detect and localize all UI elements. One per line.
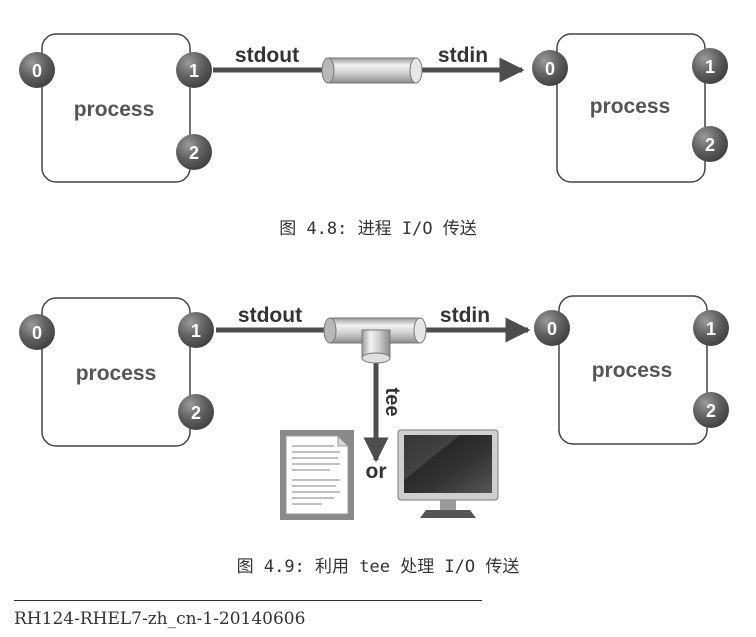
port-label: 1	[705, 57, 715, 77]
process-label: process	[590, 95, 671, 118]
pipe-icon	[321, 57, 423, 84]
port-label: 1	[706, 319, 716, 339]
port-0: 0	[534, 310, 570, 346]
port-1: 1	[692, 48, 728, 84]
port-label: 0	[545, 59, 555, 79]
stdout-label: stdout	[235, 44, 299, 67]
port-2: 2	[692, 126, 728, 162]
port-label: 0	[547, 319, 557, 339]
process-label: process	[592, 359, 673, 382]
process-label: process	[74, 98, 155, 121]
port-1: 1	[176, 52, 212, 88]
process-box	[41, 297, 191, 447]
process-box	[41, 33, 191, 183]
port-1: 1	[693, 310, 729, 346]
port-label: 0	[32, 323, 42, 343]
stdin-label: stdin	[438, 44, 488, 67]
port-2: 2	[176, 134, 212, 170]
port-label: 2	[705, 135, 715, 155]
port-0: 0	[19, 52, 55, 88]
right-process: process 0 1 2	[534, 295, 729, 445]
port-label: 1	[191, 321, 201, 341]
stdin-label: stdin	[440, 304, 490, 327]
port-label: 1	[189, 61, 199, 81]
port-0: 0	[532, 50, 568, 86]
process-label: process	[76, 362, 157, 385]
left-process: process 0 1 2	[19, 33, 212, 183]
right-process: process 0 1 2	[532, 33, 728, 183]
port-0: 0	[19, 314, 55, 350]
figure-caption-4-8: 图 4.8: 进程 I/O 传送	[279, 219, 477, 239]
diagram-process-pipe: process 0 1 2 stdout stdin p	[19, 33, 728, 183]
document-icon	[280, 430, 354, 520]
stdout-label: stdout	[238, 304, 302, 327]
footer-divider	[14, 600, 482, 601]
or-label: or	[366, 460, 387, 483]
monitor-icon	[397, 429, 499, 518]
diagram-tee-pipe: process 0 1 2 stdout stdin te	[19, 295, 729, 520]
port-label: 2	[191, 403, 201, 423]
process-box	[558, 295, 708, 445]
port-2: 2	[693, 392, 729, 428]
port-2: 2	[178, 394, 214, 430]
port-label: 2	[706, 401, 716, 421]
process-box	[556, 33, 706, 183]
tee-pipe-icon	[323, 317, 427, 364]
tee-label: tee	[381, 388, 403, 417]
document-id: RH124-RHEL7-zh_cn-1-20140606	[14, 609, 306, 629]
left-process: process 0 1 2	[19, 297, 214, 447]
port-label: 2	[189, 143, 199, 163]
figure-caption-4-9: 图 4.9: 利用 tee 处理 I/O 传送	[236, 557, 520, 577]
port-label: 0	[32, 61, 42, 81]
port-1: 1	[178, 312, 214, 348]
